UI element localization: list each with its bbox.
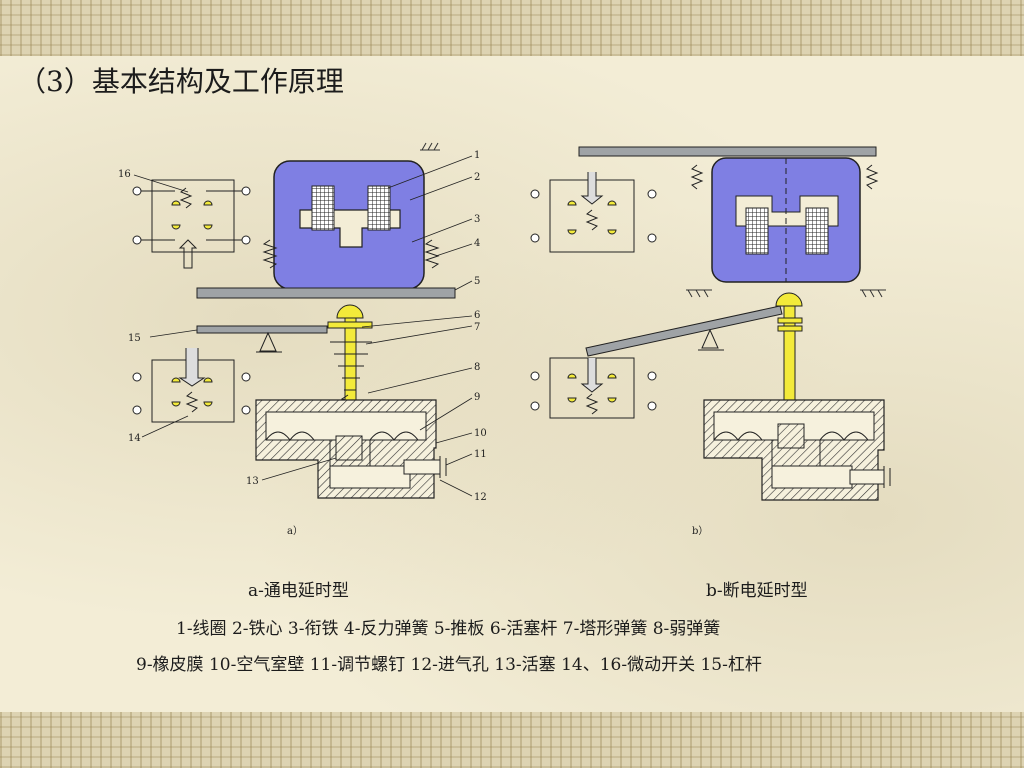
coil-b-left <box>745 207 769 255</box>
lever-a <box>196 325 328 334</box>
micro-switch-b-upper <box>530 172 657 253</box>
callout-1: 1 <box>474 150 480 161</box>
callout-3: 3 <box>474 214 480 225</box>
coil-a-right <box>367 185 391 231</box>
rod-cap-a <box>336 304 364 319</box>
lever-b <box>585 305 783 357</box>
callout-16: 16 <box>118 169 131 180</box>
callout-2: 2 <box>474 172 480 183</box>
subfigure-label-b: b） <box>692 525 708 537</box>
bottom-decorative-border <box>0 712 1024 768</box>
rod-cap-b <box>775 292 803 307</box>
micro-switch-14 <box>132 348 251 423</box>
callout-4: 4 <box>474 238 480 249</box>
callout-15: 15 <box>128 333 141 344</box>
callout-10: 10 <box>474 428 487 439</box>
screw-b <box>849 469 885 485</box>
micro-switch-b-lower <box>530 357 657 419</box>
legend-line-2: 9-橡皮膜 10-空气室壁 11-调节螺钉 12-进气孔 13-活塞 14、16… <box>136 655 762 675</box>
callout-11: 11 <box>474 449 487 460</box>
coil-a-left <box>311 185 335 231</box>
callout-9: 9 <box>474 392 480 403</box>
callout-13: 13 <box>246 476 259 487</box>
caption-type-b: b-断电延时型 <box>706 581 808 601</box>
callout-12: 12 <box>474 492 487 503</box>
screw-a <box>403 459 441 475</box>
callout-5: 5 <box>474 276 480 287</box>
push-plate-b <box>578 146 877 157</box>
piston-b <box>777 423 805 449</box>
coil-b-right <box>805 207 829 255</box>
subfigure-label-a: a） <box>287 525 303 537</box>
caption-type-a: a-通电延时型 <box>248 581 349 601</box>
micro-switch-16 <box>132 179 251 269</box>
callout-7: 7 <box>474 322 480 333</box>
legend-line-1: 1-线圈 2-铁心 3-衔铁 4-反力弹簧 5-推板 6-活塞杆 7-塔形弹簧 … <box>176 619 721 639</box>
push-plate-a <box>196 287 456 299</box>
callout-8: 8 <box>474 362 480 373</box>
diagram-a: 1 2 3 4 5 6 7 8 9 10 11 12 13 14 15 16 a… <box>118 142 487 537</box>
diagram-b: b） <box>530 146 891 537</box>
ground-hatch-a <box>420 142 440 151</box>
top-decorative-border <box>0 0 1024 56</box>
slide-title: （3）基本结构及工作原理 <box>18 65 344 98</box>
callout-14: 14 <box>128 433 141 444</box>
piston-a <box>335 435 363 461</box>
callout-6: 6 <box>474 310 480 321</box>
